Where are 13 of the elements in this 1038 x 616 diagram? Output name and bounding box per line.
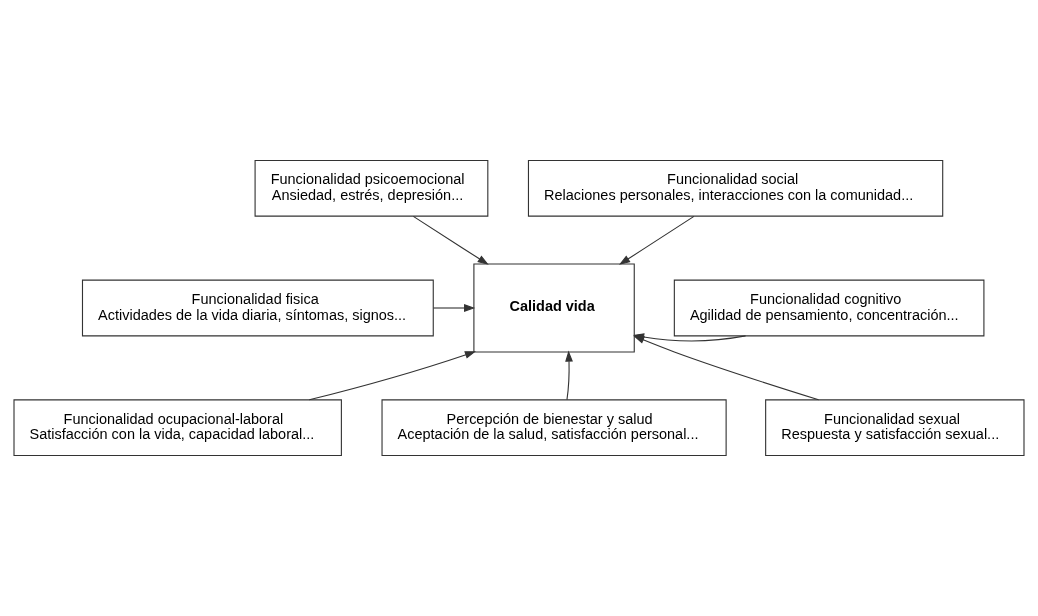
arrow xyxy=(565,350,573,401)
node-box: Funcionalidad social Relaciones personales, interacciones con la comunidad... xyxy=(527,159,944,217)
node-box: Funcionalidad psicoemocional Ansiedad, estrés, depresión... xyxy=(254,159,489,217)
node-box: Funcionalidad ocupacional-laboral Satisfacción con la vida, capacidad laboral... xyxy=(13,399,342,457)
node-box: Percepción de bienestar y salud Aceptación de la salud, satisfacción personal... xyxy=(381,399,727,457)
node-box: Calidad vida xyxy=(473,263,635,353)
arrow xyxy=(308,351,477,401)
arrow xyxy=(619,215,695,265)
arrow xyxy=(412,215,489,265)
node-box: Funcionalidad fisica Actividades de la vida diaria, síntomas, signos... xyxy=(81,279,434,337)
arrow xyxy=(432,304,476,312)
node-box: Funcionalidad cognitivo Agilidad de pensamiento, concentración... xyxy=(673,279,985,337)
node-box: Funcionalidad sexual Respuesta y satisfacción sexual... xyxy=(765,399,1025,457)
